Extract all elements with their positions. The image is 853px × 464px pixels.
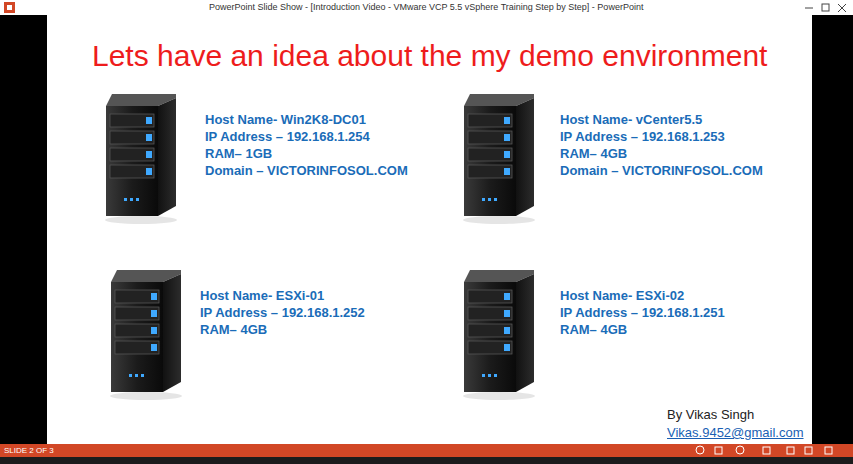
- host-detail: IP Address – 192.168.1.252: [200, 305, 365, 321]
- host-detail: IP Address – 192.168.1.253: [560, 129, 725, 145]
- host-detail: Host Name- ESXi-01: [200, 288, 324, 304]
- host-detail: RAM– 4GB: [560, 322, 627, 338]
- author-email: Vikas.9452@gmail.com: [667, 425, 804, 441]
- host-detail: Host Name- ESXi-02: [560, 288, 684, 304]
- host-detail: RAM– 4GB: [200, 322, 267, 338]
- slide-title: Lets have an idea about the my demo envi…: [92, 38, 767, 74]
- host-detail: RAM– 4GB: [560, 146, 627, 162]
- window-title: PowerPoint Slide Show - [Introduction Vi…: [209, 1, 643, 14]
- host-detail: IP Address – 192.168.1.254: [205, 129, 370, 145]
- slide-counter: SLIDE 2 OF 3: [4, 445, 54, 456]
- host-detail: IP Address – 192.168.1.251: [560, 305, 725, 321]
- host-detail: Domain – VICTORINFOSOL.COM: [205, 163, 408, 179]
- host-detail: Host Name- Win2K8-DC01: [205, 112, 366, 128]
- host-detail: RAM– 1GB: [205, 146, 272, 162]
- host-detail: Domain – VICTORINFOSOL.COM: [560, 163, 763, 179]
- author-name: By Vikas Singh: [667, 407, 754, 423]
- host-detail: Host Name- vCenter5.5: [560, 112, 702, 128]
